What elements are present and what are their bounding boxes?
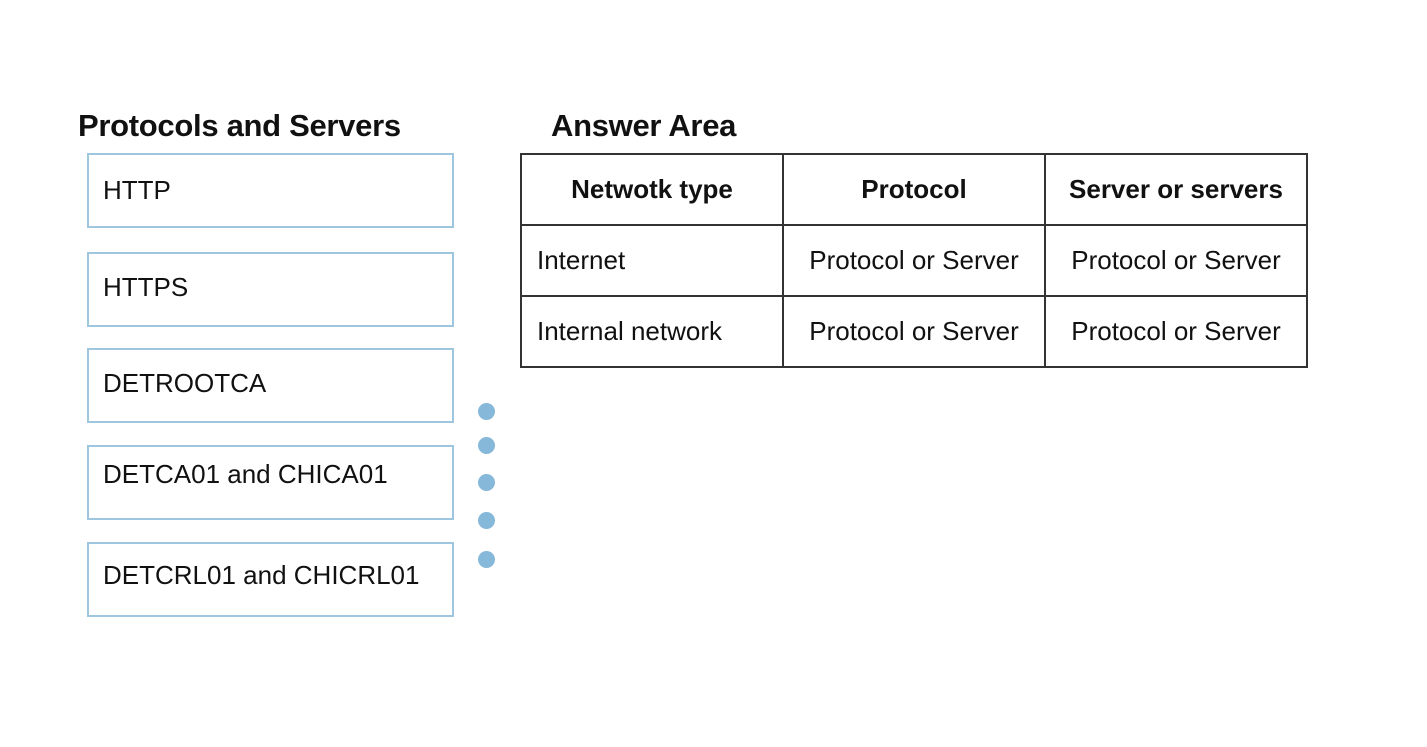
protocols-and-servers-heading: Protocols and Servers: [78, 108, 401, 143]
option-label: HTTPS: [103, 272, 189, 302]
option-detca01-and-chica01[interactable]: DETCA01 and CHICA01: [87, 445, 454, 520]
option-label: DETCRL01 and CHICRL01: [103, 560, 420, 590]
option-label: DETCA01 and CHICA01: [103, 459, 388, 489]
scroll-dot: [478, 437, 495, 454]
internet-server-drop-target[interactable]: Protocol or Server: [1044, 224, 1308, 297]
option-http[interactable]: HTTP: [87, 153, 454, 228]
scroll-dot: [478, 403, 495, 420]
answer-table: Netwotk type Protocol Server or servers …: [520, 153, 1308, 368]
scroll-indicator[interactable]: [478, 403, 496, 571]
row-label-internal-network: Internal network: [520, 295, 784, 368]
header-server-or-servers: Server or servers: [1044, 153, 1308, 226]
option-detrootca[interactable]: DETROOTCA: [87, 348, 454, 423]
scroll-dot: [478, 512, 495, 529]
scroll-dot: [478, 474, 495, 491]
scroll-dot: [478, 551, 495, 568]
internal-network-protocol-drop-target[interactable]: Protocol or Server: [782, 295, 1046, 368]
header-protocol: Protocol: [782, 153, 1046, 226]
table-row-internal-network: Internal network Protocol or Server Prot…: [520, 295, 1308, 368]
option-https[interactable]: HTTPS: [87, 252, 454, 327]
table-row-internet: Internet Protocol or Server Protocol or …: [520, 224, 1308, 297]
internet-protocol-drop-target[interactable]: Protocol or Server: [782, 224, 1046, 297]
protocols-and-servers-list: HTTP HTTPS DETROOTCA DETCA01 and CHICA01…: [87, 153, 454, 618]
option-detcrl01-and-chicrl01[interactable]: DETCRL01 and CHICRL01: [87, 542, 454, 617]
header-network-type: Netwotk type: [520, 153, 784, 226]
option-label: HTTP: [103, 175, 171, 205]
answer-area-heading: Answer Area: [551, 108, 737, 143]
table-header-row: Netwotk type Protocol Server or servers: [520, 153, 1308, 226]
internal-network-server-drop-target[interactable]: Protocol or Server: [1044, 295, 1308, 368]
option-label: DETROOTCA: [103, 368, 267, 398]
row-label-internet: Internet: [520, 224, 784, 297]
